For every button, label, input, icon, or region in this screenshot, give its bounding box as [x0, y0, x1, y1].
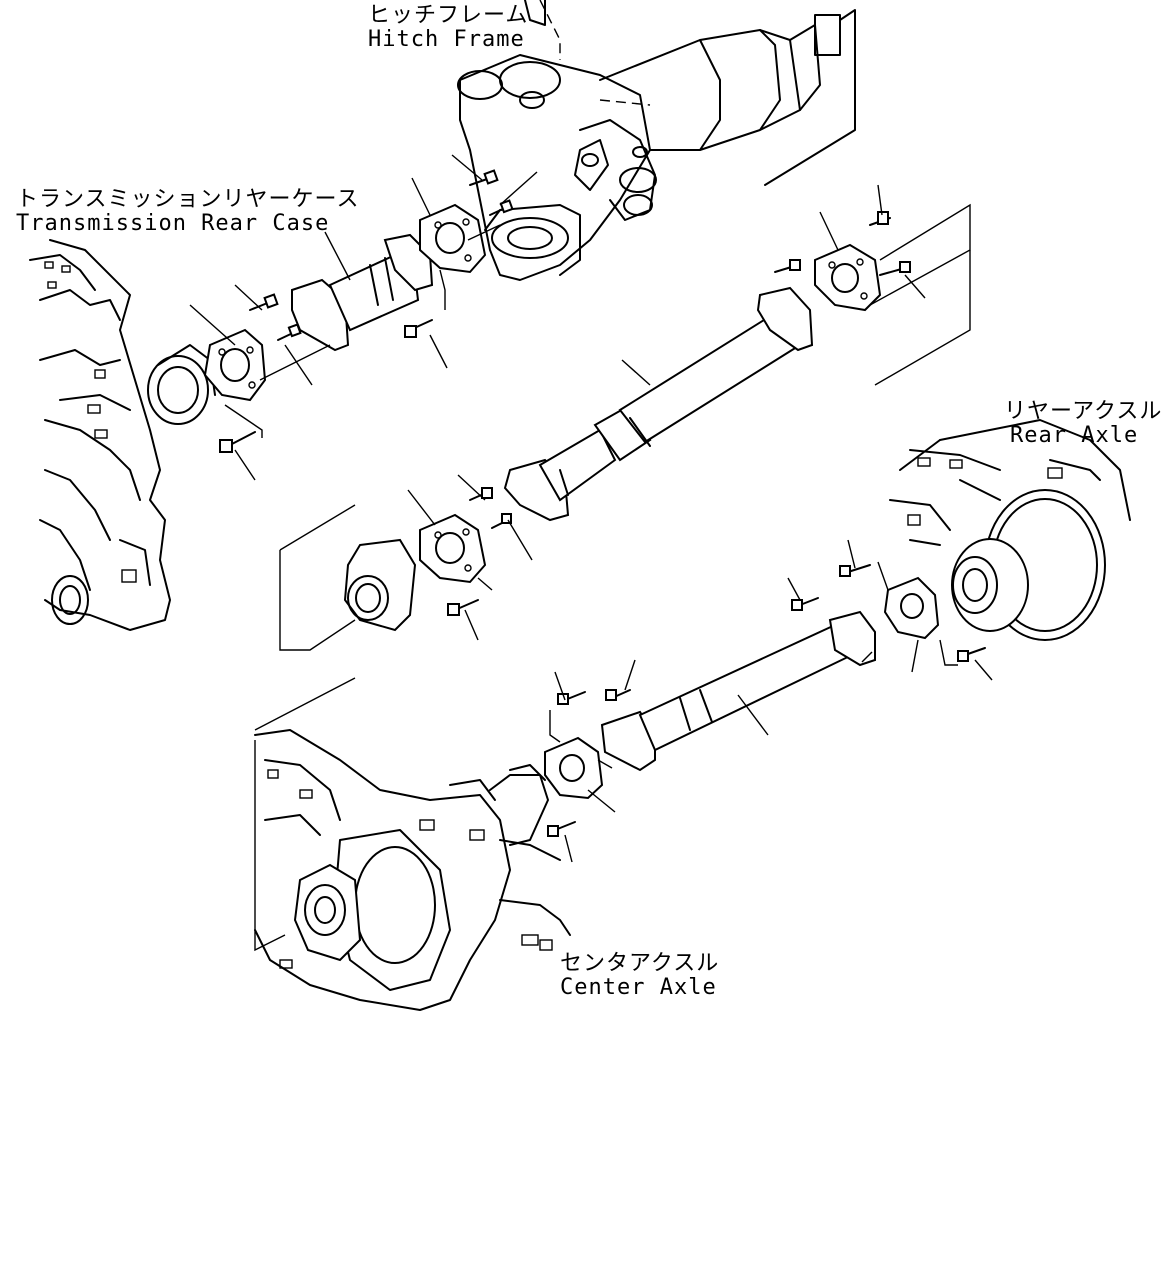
- label-rear-axle-en: Rear Axle: [1010, 423, 1139, 448]
- label-transmission-rear-case-en: Transmission Rear Case: [16, 211, 330, 236]
- label-hitch-frame: ヒッチフレーム Hitch Frame: [368, 4, 528, 52]
- label-rear-axle: リヤーアクスル Rear Axle: [1004, 400, 1162, 448]
- middle-long-shaft: [279, 184, 971, 651]
- label-hitch-frame-en: Hitch Frame: [368, 27, 525, 52]
- label-transmission-rear-case: トランスミッションリヤーケース Transmission Rear Case: [16, 188, 359, 236]
- center-axle: [254, 677, 571, 1011]
- transmission-rear-case: [29, 239, 171, 631]
- front-short-shaft: [147, 154, 538, 481]
- label-center-axle-jp: センタアクスル: [560, 951, 720, 976]
- label-center-axle-en: Center Axle: [560, 975, 717, 1000]
- rear-shaft: [544, 610, 876, 863]
- label-center-axle: センタアクスル Center Axle: [560, 952, 719, 1000]
- label-rear-axle-jp: リヤーアクスル: [1004, 399, 1163, 424]
- label-transmission-rear-case-jp: トランスミッションリヤーケース: [16, 187, 360, 212]
- label-hitch-frame-jp: ヒッチフレーム: [368, 3, 529, 28]
- rear-axle: [787, 419, 1131, 681]
- hitch-frame-assembly: [457, 0, 856, 281]
